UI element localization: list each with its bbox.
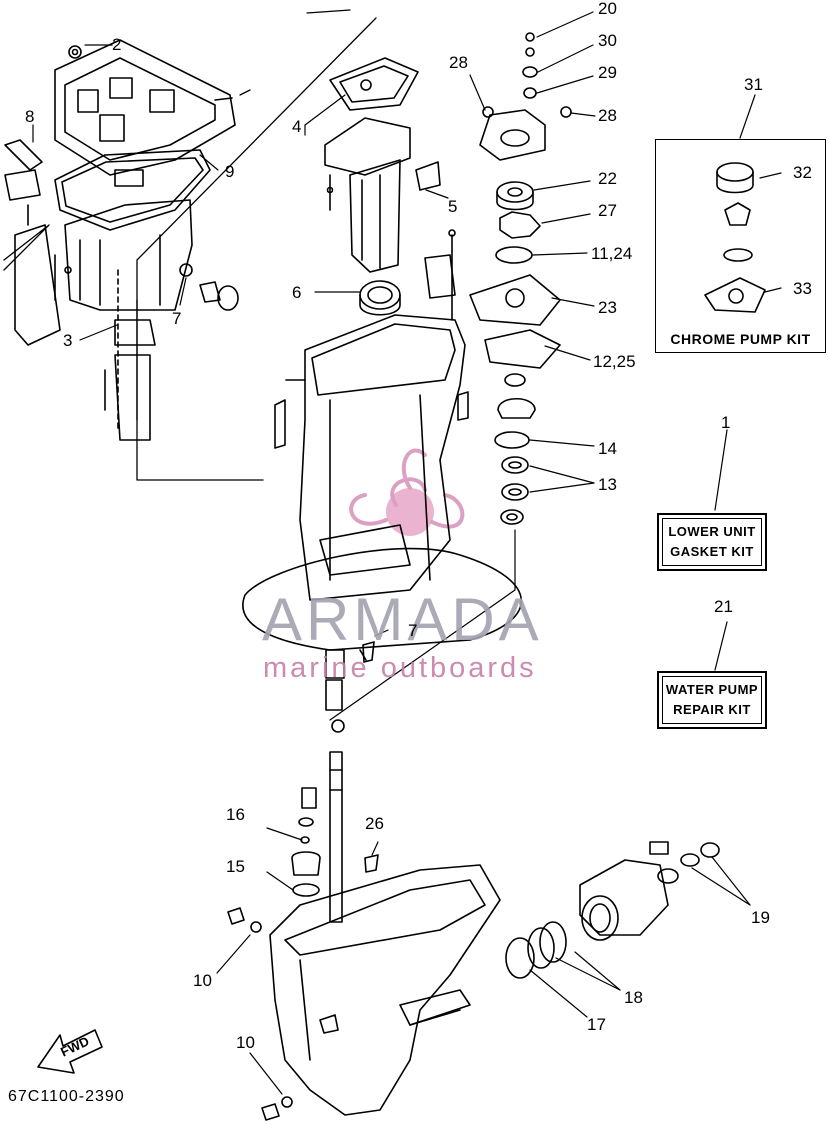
callout-18: 18 bbox=[624, 988, 643, 1007]
plug-upper bbox=[179, 263, 239, 311]
seal-housing bbox=[359, 280, 401, 316]
callout-20: 20 bbox=[598, 0, 617, 18]
callout-17: 17 bbox=[587, 1015, 606, 1034]
housing-bracket bbox=[424, 229, 456, 321]
gearcase-bolts bbox=[227, 649, 367, 1121]
lower-unit-kit-line1: LOWER UNIT bbox=[668, 523, 756, 539]
water-pump-stack bbox=[469, 32, 572, 525]
callout-4: 4 bbox=[292, 117, 302, 136]
callout-12-25: 12,25 bbox=[593, 352, 636, 371]
callout-28-right: 28 bbox=[598, 106, 617, 125]
chrome-pump-kit-title: CHROME PUMP KIT bbox=[670, 331, 811, 347]
lower-casing bbox=[64, 199, 193, 441]
chrome-kit-parts bbox=[704, 162, 766, 313]
lower-leaders bbox=[216, 94, 782, 1095]
upper-leader-frame bbox=[3, 17, 377, 481]
callout-1: 1 bbox=[721, 413, 731, 432]
callout-7-lower: 7 bbox=[408, 621, 418, 640]
watermark-brand: ARMADA bbox=[262, 586, 543, 653]
water-pump-repair-kit-box: WATER PUMP REPAIR KIT bbox=[657, 671, 767, 729]
callout-30: 30 bbox=[598, 31, 617, 50]
callout-10-lower: 10 bbox=[236, 1033, 255, 1052]
callout-23: 23 bbox=[598, 298, 617, 317]
exhaust-guide bbox=[324, 117, 411, 273]
exhaust-gasket bbox=[329, 57, 419, 111]
watermark-tagline: marine outboards bbox=[263, 652, 537, 684]
upper-gasket bbox=[54, 149, 211, 231]
callout-32: 32 bbox=[793, 163, 812, 182]
fwd-arrow bbox=[37, 1029, 103, 1074]
gearcase bbox=[269, 864, 501, 1116]
callout-33: 33 bbox=[793, 279, 812, 298]
callout-16: 16 bbox=[226, 805, 245, 824]
callout-11-24: 11,24 bbox=[591, 244, 633, 263]
leader-lines bbox=[32, 9, 596, 721]
callout-5: 5 bbox=[448, 197, 458, 216]
callout-9: 9 bbox=[225, 162, 235, 181]
lower-unit-gasket-kit-box: LOWER UNIT GASKET KIT bbox=[657, 513, 767, 571]
left-bracket bbox=[4, 139, 72, 346]
callout-27: 27 bbox=[598, 201, 617, 220]
chrome-pump-kit-box: CHROME PUMP KIT bbox=[655, 139, 826, 353]
callout-21: 21 bbox=[714, 597, 733, 616]
rubber-seal bbox=[415, 161, 441, 191]
callout-31: 31 bbox=[744, 75, 763, 94]
callout-19: 19 bbox=[751, 908, 770, 927]
callout-26: 26 bbox=[365, 814, 384, 833]
callout-3: 3 bbox=[63, 331, 73, 350]
lower-unit-kit-line2: GASKET KIT bbox=[670, 544, 754, 559]
callout-15: 15 bbox=[226, 857, 245, 876]
upper-casing-bracket bbox=[54, 39, 236, 176]
callout-2: 2 bbox=[112, 35, 122, 54]
callout-14: 14 bbox=[598, 439, 617, 458]
diagram-code: 67C1100-2390 bbox=[8, 1088, 125, 1105]
callout-29: 29 bbox=[598, 63, 617, 82]
driveshaft-housing bbox=[242, 314, 523, 651]
watermark-logo bbox=[349, 448, 465, 536]
callout-22: 22 bbox=[598, 169, 617, 188]
water-pump-kit-line2: REPAIR KIT bbox=[673, 702, 751, 717]
callout-7-upper: 7 bbox=[172, 309, 182, 328]
driveshaft bbox=[291, 641, 379, 923]
water-pump-kit-line1: WATER PUMP bbox=[665, 681, 759, 697]
callout-10-upper: 10 bbox=[193, 971, 212, 990]
callout-6: 6 bbox=[292, 283, 302, 302]
callout-28-left: 28 bbox=[449, 53, 468, 72]
callout-8: 8 bbox=[25, 107, 35, 126]
prop-shaft-housing bbox=[505, 841, 720, 979]
callout-13: 13 bbox=[598, 475, 617, 494]
